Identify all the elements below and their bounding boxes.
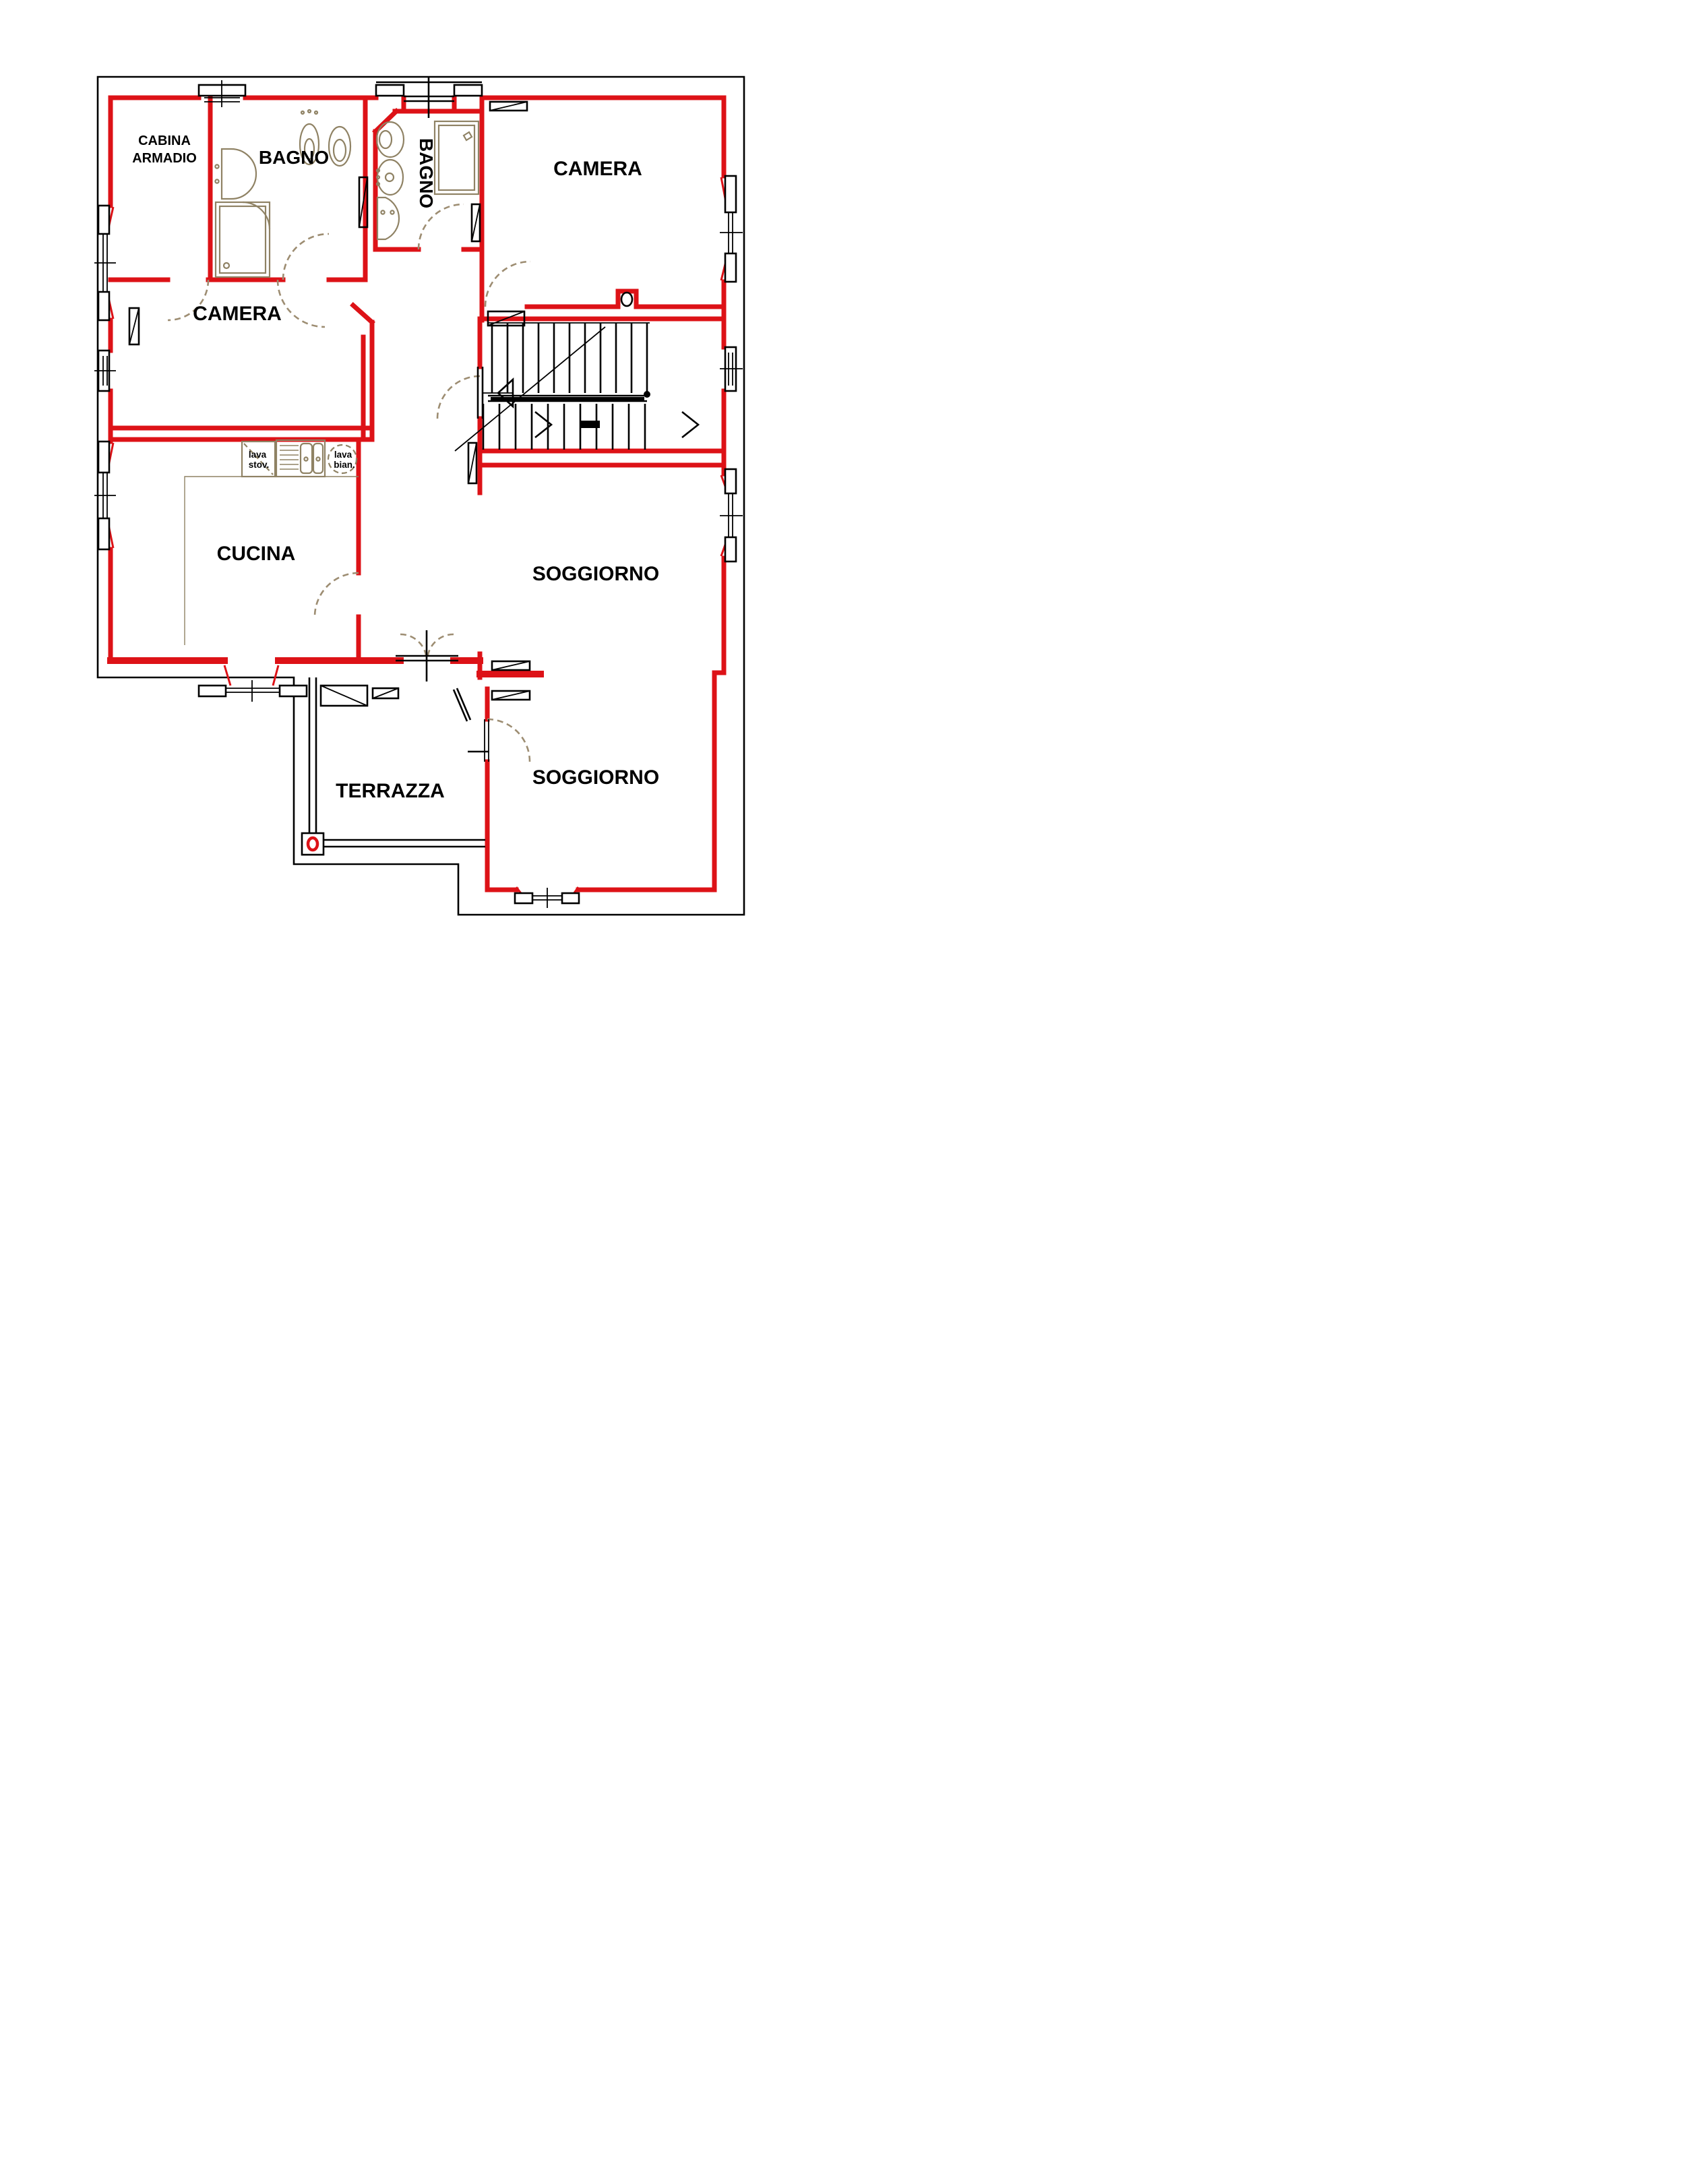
stairs-rail-post [644,391,650,398]
label-cabina-line1: CABINA [138,133,191,148]
plot-boundary-line [96,75,745,916]
label-camera-right: CAMERA [553,158,642,180]
window-bottom-soggiorno [514,886,580,908]
door-cabina-armadio [167,279,210,322]
kitchen-sink-icon [275,439,326,478]
window-left-cucina [94,440,116,551]
window-top-bagno1 [197,80,247,107]
flue-icon [620,291,634,307]
stairs-handrail-bar [491,397,644,400]
toilet-icon [328,125,352,167]
towel-radiator-bagno1 [358,176,369,229]
window-left-camera [94,204,116,322]
label-terrazza: TERRAZZA [336,780,445,802]
washing-machine-icon [327,444,358,475]
door-camera-right [484,260,531,307]
label-camera-left: CAMERA [193,303,282,325]
door-bagno1 [282,233,330,280]
label-soggiorno-upper: SOGGIORNO [532,563,659,585]
radiator-soggiorno-lower [491,690,531,701]
door-stairs [436,367,514,419]
label-lava-stov-line2: stov. [249,460,270,470]
label-cucina: CUCINA [217,543,296,565]
stairs-lower-flight [482,404,646,450]
label-soggiorno-lower: SOGGIORNO [532,766,659,789]
radiator-terrazza-large [319,684,369,707]
walls [107,95,727,892]
label-lava-stov-line1: lava [249,450,267,460]
window-left-camera-2 [94,349,116,392]
terrazza-railing [301,677,485,856]
door-terrazza-french [396,630,458,681]
door-bagno2 [417,203,464,250]
door-soggiorno-lower-leaf [452,688,472,722]
radiator-corridor [467,442,478,485]
label-lava-bian-line2: bian. [334,460,355,470]
window-top-center-bay [375,78,483,118]
towel-radiator-bagno2 [470,203,481,243]
sink-icon [376,196,400,241]
shower-icon [433,120,480,195]
stairs-direction-arrows [534,411,700,439]
window-right-camera [720,175,743,283]
window-right-stairs [720,346,743,392]
bidet-icon [375,158,404,196]
toilet-icon [375,121,405,158]
radiator-camera-right-top [489,100,528,112]
bagno2-fixtures [375,120,480,241]
stairs-upper-flight [491,323,648,393]
door-soggiorno-lower [468,718,531,762]
drain-icon [306,836,319,852]
bagno1-fixtures [214,109,352,278]
windows [94,78,743,908]
stairs-section-mark [580,421,600,428]
radiator-camera-left [128,307,140,346]
radiators [128,100,531,707]
page: CABINA ARMADIO BAGNO BAGNO CAMERA CAMERA… [0,0,846,1092]
door-camera-left [276,279,326,328]
doors [167,203,531,762]
dishwasher-icon [241,440,276,478]
label-bagno2: BAGNO [416,138,437,208]
label-cabina-line2: ARMADIO [132,151,197,166]
bidet-icon [299,109,320,166]
shower-icon [214,201,271,278]
door-cucina [313,572,359,617]
radiator-terrazza-small [371,687,400,700]
sink-icon [214,148,257,200]
floor-plan: CABINA ARMADIO BAGNO BAGNO CAMERA CAMERA… [94,75,745,916]
radiator-soggiorno-upper [491,660,531,671]
stairs [454,322,700,452]
window-right-soggiorno [720,468,743,563]
label-bagno1: BAGNO [259,147,329,168]
stairs-break-line [454,326,606,452]
label-lava-bian-line1: lava [334,450,352,460]
cucina-fixtures [184,439,359,645]
window-bottom-cucina [197,665,308,702]
